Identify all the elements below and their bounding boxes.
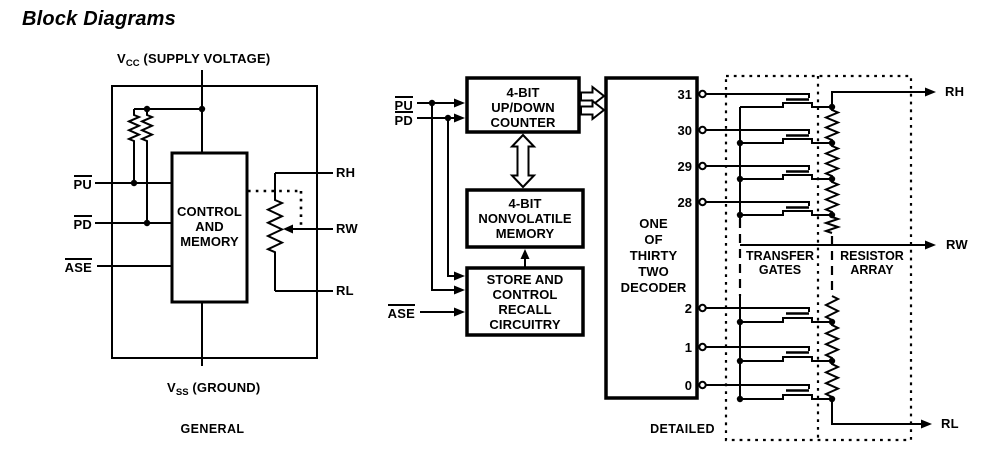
rl-wire-detailed <box>831 399 921 425</box>
decoder-output-0: 0 <box>684 378 692 393</box>
page-title: Block Diagrams <box>22 8 176 30</box>
counter-memory-double-arrow <box>509 133 537 189</box>
decoder-output-28: 28 <box>677 195 692 210</box>
wiper-arrowhead <box>283 224 293 234</box>
input-arrowheads <box>454 98 465 317</box>
control-memory-box <box>170 151 249 304</box>
decoder-output-31: 31 <box>677 87 692 102</box>
sections-dashed-box <box>724 74 913 442</box>
store-to-memory-arrowhead <box>520 249 530 259</box>
general-diagram <box>95 70 333 366</box>
pullup-resistor-pd <box>139 109 155 223</box>
rh-terminal-label: RH <box>336 165 356 180</box>
rh-wire-detailed <box>831 91 925 107</box>
detailed-diagram <box>417 74 936 442</box>
wiper-bus-dots <box>736 139 744 403</box>
pu-pin-label: PU <box>73 175 92 192</box>
general-caption: GENERAL <box>180 422 245 436</box>
general-junction-dots <box>130 105 206 227</box>
rw-terminal-label-detailed: RW <box>946 237 968 252</box>
counter-decoder-arrow-2 <box>580 98 606 122</box>
ase-pin-label-detailed: ASE <box>387 304 415 321</box>
decoder-output-terminals <box>698 89 707 390</box>
potentiometer-resistor <box>265 173 285 291</box>
rl-terminal-label: RL <box>336 283 354 298</box>
detailed-caption: DETAILED <box>650 422 715 436</box>
pullup-resistor-pu <box>126 109 142 183</box>
rh-terminal-label-detailed: RH <box>945 84 965 99</box>
decoder-output-29: 29 <box>677 159 692 174</box>
pu-pin-label-detailed: PU <box>394 96 413 113</box>
input-junction-dots <box>428 99 452 122</box>
pd-pin-label-detailed: PD <box>394 111 413 128</box>
pd-pin-label: PD <box>73 215 92 232</box>
counter-decoder-arrow-1 <box>580 84 606 108</box>
vss-label: VSS (GROUND) <box>167 380 261 398</box>
rl-terminal-label-detailed: RL <box>941 416 959 431</box>
decoder-output-2: 2 <box>684 301 692 316</box>
pu-branch-to-store <box>431 103 454 291</box>
updown-counter-box <box>465 76 581 134</box>
pd-branch-to-store <box>447 118 454 277</box>
terminal-arrowheads <box>921 87 936 429</box>
ase-pin-label: ASE <box>64 258 92 275</box>
decoder-output-30: 30 <box>677 123 692 138</box>
vcc-label: VCC (SUPPLY VOLTAGE) <box>117 51 271 69</box>
decoder-output-1: 1 <box>684 340 692 355</box>
nonvolatile-memory-box <box>465 188 585 249</box>
rw-terminal-label: RW <box>336 221 358 236</box>
decoder-box <box>604 76 699 400</box>
